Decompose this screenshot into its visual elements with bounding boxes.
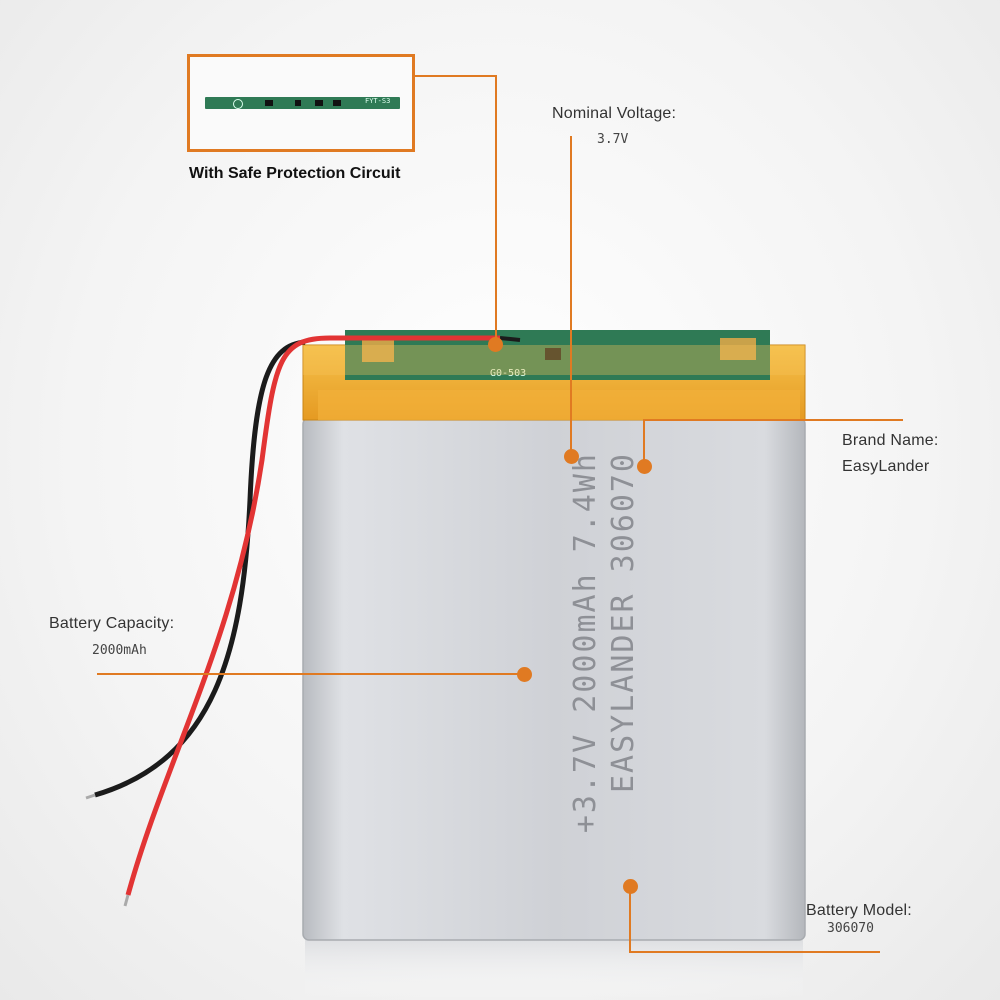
red-wire [125, 335, 331, 896]
cell-print-line2: +3.7V 2000mAh 7.4Wh [568, 452, 603, 834]
cell-print-line1: EASYLANDER 306070 [606, 452, 641, 794]
protection-circuit-inset: FYT-S3 [187, 54, 415, 152]
cell-print: EASYLANDER 306070 +3.7V 2000mAh 7.4Wh [535, 452, 645, 912]
pcb-strip: FYT-S3 [205, 97, 400, 109]
pcb-marker-dot [488, 337, 503, 352]
inset-caption: With Safe Protection Circuit [189, 165, 401, 182]
voltage-marker-dot [564, 449, 579, 464]
voltage-value: 3.7V [597, 132, 629, 147]
capacity-value: 2000mAh [92, 643, 147, 658]
model-label: Battery Model: [806, 902, 912, 919]
model-marker-dot [623, 879, 638, 894]
brand-value: EasyLander [842, 458, 930, 475]
black-wire [94, 339, 306, 798]
pcb-strip-text: FYT-S3 [365, 97, 391, 105]
battery-reflection [305, 940, 803, 1000]
voltage-label: Nominal Voltage: [552, 105, 677, 122]
callout-lines [97, 75, 903, 953]
pcb-mark: G0-503 [490, 368, 526, 379]
model-value: 306070 [827, 921, 874, 936]
capacity-marker-dot [517, 667, 532, 682]
brand-marker-dot [637, 459, 652, 474]
brand-label: Brand Name: [842, 432, 939, 449]
capacity-label: Battery Capacity: [49, 615, 175, 632]
